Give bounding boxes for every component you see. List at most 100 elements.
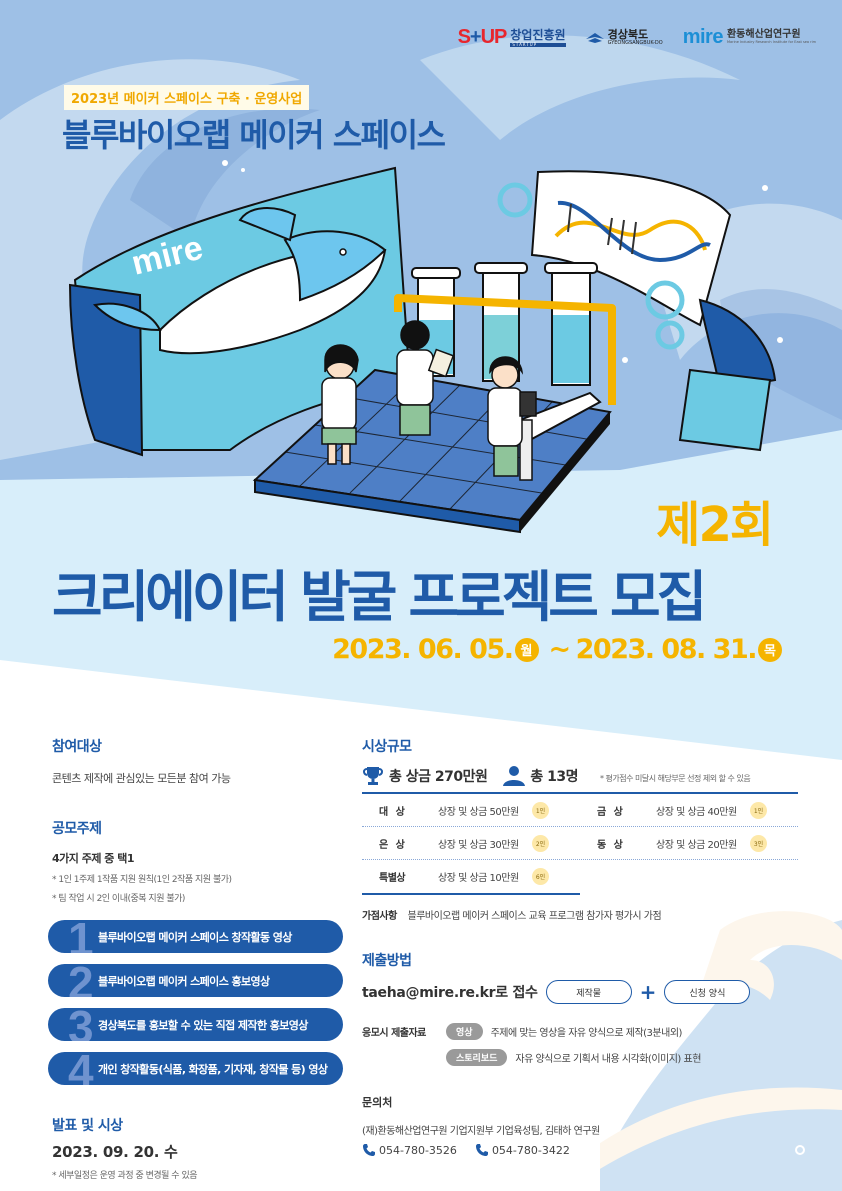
theme-label: 블루바이오랩 메이커 스페이스 홍보영상 xyxy=(98,974,270,988)
prize-count-badge: 1인 xyxy=(750,801,767,819)
submission-materials: 응모시 제출자료 영상 주제에 맞는 영상을 자유 양식으로 제작(3분내외) … xyxy=(362,1020,802,1068)
material-chip: 스토리보드 xyxy=(446,1048,508,1066)
prize-cell: 동 상 상장 및 상금 20만원 3인 xyxy=(580,834,798,852)
divider xyxy=(362,792,798,794)
material-desc: 주제에 맞는 영상을 자유 양식으로 제작(3분내외) xyxy=(490,1027,683,1039)
prizes-title: 시상규모 xyxy=(362,739,412,755)
contact-section: 문의처 (재)환동해산업연구원 기업지원부 기업육성팀, 김태하 연구원 054… xyxy=(362,1094,802,1157)
prize-cell: 대 상 상장 및 상금 50만원 1인 xyxy=(362,801,580,819)
trophy-icon xyxy=(363,767,383,785)
theme-number: 3 xyxy=(68,1008,94,1041)
announcement-section: 발표 및 시상 2023. 09. 20. 수 * 세부일정은 운영 과정 중 … xyxy=(52,1115,352,1181)
eligibility-title: 참여대상 xyxy=(52,739,102,755)
theme-label: 경상북도를 홍보할 수 있는 직접 제작한 홍보영상 xyxy=(98,1018,308,1032)
themes-choose: 4가지 주제 중 택1 xyxy=(52,852,135,865)
themes-note: * 1인 1주제 1작품 지원 원칙(1인 2작품 지원 불가) xyxy=(52,875,232,885)
prize-rank: 대 상 xyxy=(379,806,407,818)
phone-number-text: 054-780-3422 xyxy=(491,1143,570,1157)
hero-illustration: mire xyxy=(0,0,842,760)
announcement-date: 2023. 09. 20. 수 xyxy=(52,1143,178,1161)
period-separator: ~ xyxy=(548,634,572,665)
period-end-day-badge: 목 xyxy=(758,637,782,662)
prize-row: 대 상 상장 및 상금 50만원 1인 금 상 상장 및 상금 40만원 1인 xyxy=(362,794,798,827)
program-tag: 2023년 메이커 스페이스 구축 · 운영사업 xyxy=(64,85,310,110)
material-row: 스토리보드 자유 양식으로 기획서 내용 시각화(이미지) 표현 xyxy=(362,1046,802,1068)
prize-summary: 총 상금 270만원 총 13명 * 평가점수 미달시 해당부문 선정 제외 할… xyxy=(362,766,802,786)
submission-section: 제출방법 taeha@mire.re.kr로 접수 제작물 + 신청 양식 응모… xyxy=(362,950,802,1068)
themes-section: 공모주제 4가지 주제 중 택1 * 1인 1주제 1작품 지원 원칙(1인 2… xyxy=(48,818,352,1085)
gyeongbuk-emblem-icon xyxy=(585,32,604,43)
prize-award: 상장 및 상금 50만원 xyxy=(438,806,519,818)
theme-number: 2 xyxy=(68,964,94,997)
contact-title: 문의처 xyxy=(362,1096,393,1109)
prize-count-badge: 2인 xyxy=(532,834,549,852)
left-column: 참여대상 콘텐츠 제작에 관심있는 모든분 참여 가능 공모주제 4가지 주제 … xyxy=(48,736,352,1181)
submission-line: taeha@mire.re.kr로 접수 제작물 + 신청 양식 xyxy=(362,980,802,1004)
phone-number-text: 054-780-3526 xyxy=(379,1143,457,1157)
theme-label: 블루바이오랩 메이커 스페이스 창작활동 영상 xyxy=(98,930,292,944)
submission-title: 제출방법 xyxy=(362,953,412,969)
hero-background: mire xyxy=(0,0,842,760)
gyeongbuk-logo-en: GYEONGSANGBUK-DO xyxy=(607,40,663,46)
period-start: 2023. 06. 05. xyxy=(332,634,514,665)
startup-logo-text: 창업진흥원 xyxy=(510,27,566,42)
announcement-title: 발표 및 시상 xyxy=(52,1118,123,1134)
mire-logo: mire 환동해산업연구원 Marine Industry Research I… xyxy=(683,26,816,49)
total-prize: 총 상금 270만원 xyxy=(362,766,488,786)
theme-item: 3 경상북도를 홍보할 수 있는 직접 제작한 홍보영상 xyxy=(48,1008,343,1041)
eligibility-section: 참여대상 콘텐츠 제작에 관심있는 모든분 참여 가능 xyxy=(52,736,352,786)
prize-cell: 은 상 상장 및 상금 30만원 2인 xyxy=(362,834,580,852)
prizes-section: 시상규모 총 상금 270만원 xyxy=(362,736,802,922)
theme-number: 4 xyxy=(68,1052,94,1085)
submission-email[interactable]: taeha@mire.re.kr로 접수 xyxy=(362,985,538,1001)
recruitment-period: 2023. 06. 05. 월 ~ 2023. 08. 31. 목 xyxy=(332,634,786,665)
prize-count-badge: 1인 xyxy=(532,801,549,819)
theme-number: 1 xyxy=(68,920,94,953)
headline: 크리에이터 발굴 프로젝트 모집 xyxy=(52,565,707,629)
bonus-label: 가점사항 xyxy=(362,911,397,922)
material-desc: 자유 양식으로 기획서 내용 시각화(이미지) 표현 xyxy=(515,1053,701,1065)
startup-logo-mark: S+UP xyxy=(457,26,508,48)
gyeongbuk-logo: 경상북도 GYEONGSANGBUK-DO xyxy=(585,28,663,46)
theme-list: 1 블루바이오랩 메이커 스페이스 창작활동 영상 2 블루바이오랩 메이커 스… xyxy=(48,920,352,1085)
total-people: 총 13명 xyxy=(503,766,578,786)
phone-icon xyxy=(475,1144,488,1156)
prize-rank: 은 상 xyxy=(379,839,407,851)
prize-note: * 평가점수 미달시 해당부문 선정 제외 할 수 있음 xyxy=(600,773,751,783)
prize-count-badge: 6인 xyxy=(532,868,549,885)
submission-item-form: 신청 양식 xyxy=(664,980,751,1004)
theme-item: 2 블루바이오랩 메이커 스페이스 홍보영상 xyxy=(48,964,343,997)
prize-row: 특별상 상장 및 상금 10만원 6인 xyxy=(362,860,798,893)
phone-number[interactable]: 054-780-3526 xyxy=(362,1143,457,1157)
person-icon xyxy=(503,766,526,786)
theme-item: 4 개인 창작활동(식품, 화장품, 기자재, 창작물 등) 영상 xyxy=(48,1052,343,1085)
prize-award: 상장 및 상금 10만원 xyxy=(438,873,519,884)
materials-label: 응모시 제출자료 xyxy=(362,1027,426,1039)
eligibility-text: 콘텐츠 제작에 관심있는 모든분 참여 가능 xyxy=(52,772,231,785)
bonus-points: 가점사항 블루바이오랩 메이커 스페이스 교육 프로그램 참가자 평가시 가점 xyxy=(362,907,802,922)
prize-award: 상장 및 상금 20만원 xyxy=(656,839,737,851)
bonus-text: 블루바이오랩 메이커 스페이스 교육 프로그램 참가자 평가시 가점 xyxy=(407,911,662,922)
prize-row: 은 상 상장 및 상금 30만원 2인 동 상 상장 및 상금 20만원 3인 xyxy=(362,827,798,860)
period-end: 2023. 08. 31. xyxy=(575,634,758,665)
prize-count-badge: 3인 xyxy=(750,834,767,852)
prize-cell: 특별상 상장 및 상금 10만원 6인 xyxy=(362,868,580,885)
period-start-day-badge: 월 xyxy=(514,637,539,662)
announcement-note: * 세부일정은 운영 과정 중 변경될 수 있음 xyxy=(52,1171,198,1181)
submission-item-work: 제작물 xyxy=(545,980,632,1004)
material-chip: 영상 xyxy=(446,1022,483,1040)
plus-icon: + xyxy=(639,980,657,1004)
prize-rank: 동 상 xyxy=(597,839,625,851)
right-column: 시상규모 총 상금 270만원 xyxy=(362,736,802,1157)
main-title: 블루바이오랩 메이커 스페이스 xyxy=(62,116,446,154)
prize-rank: 금 상 xyxy=(597,806,625,818)
wave-decoration xyxy=(600,911,842,1191)
startup-logo-en: STARTUP xyxy=(510,42,566,47)
theme-label: 개인 창작활동(식품, 화장품, 기자재, 창작물 등) 영상 xyxy=(98,1062,328,1076)
gyeongbuk-logo-text: 경상북도 xyxy=(607,28,649,41)
prize-award: 상장 및 상금 40만원 xyxy=(656,806,737,818)
phone-number[interactable]: 054-780-3422 xyxy=(475,1143,570,1157)
partner-logos: S+UP 창업진흥원 STARTUP 경상북도 GYEONGSANGBUK-DO… xyxy=(458,26,816,49)
material-row: 응모시 제출자료 영상 주제에 맞는 영상을 자유 양식으로 제작(3분내외) xyxy=(362,1020,802,1042)
total-prize-text: 총 상금 270만원 xyxy=(389,769,488,785)
